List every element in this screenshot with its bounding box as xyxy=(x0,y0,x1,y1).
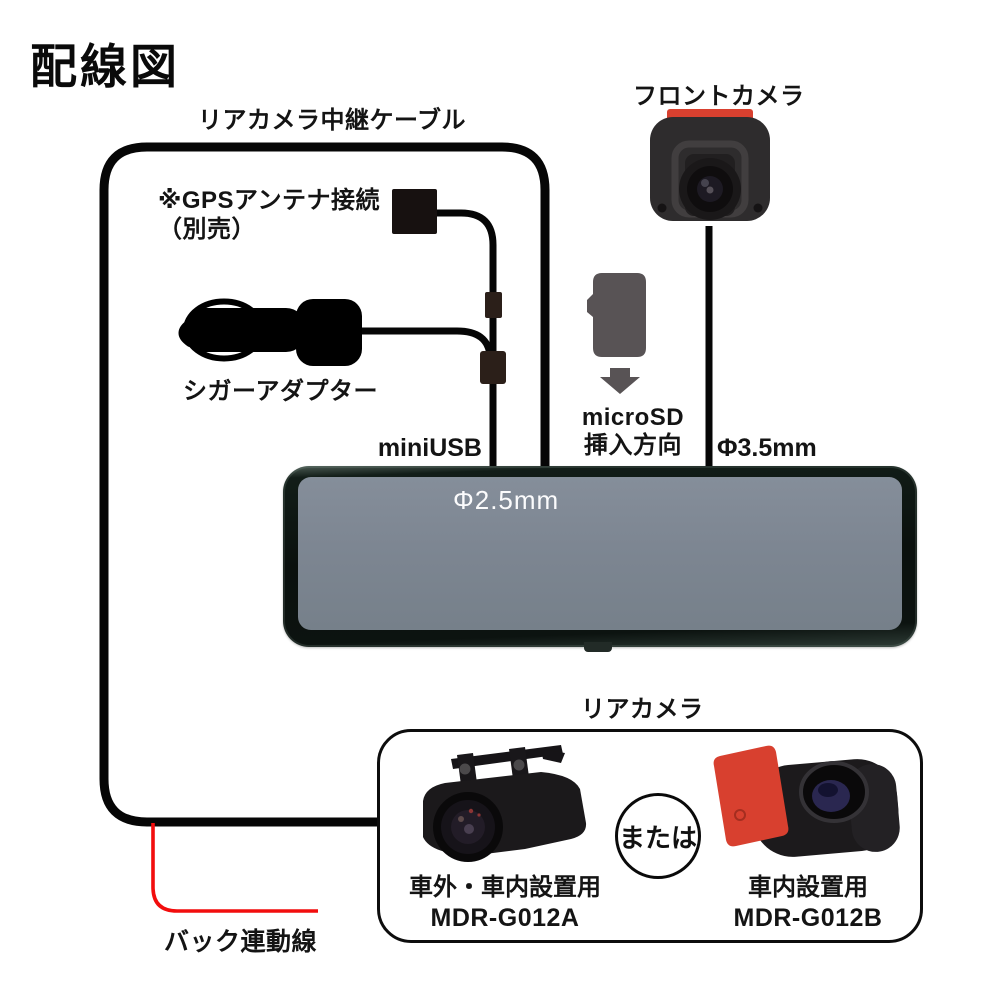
cigar-adapter-label: シガーアダプター xyxy=(183,378,379,405)
rear-camera-b-illustration xyxy=(713,745,900,857)
jack-3-5mm-label: Φ3.5mm xyxy=(717,434,817,462)
mirror-screen xyxy=(298,477,902,630)
or-badge: または xyxy=(615,793,701,879)
or-label: または xyxy=(618,822,697,853)
cigar-adapter-wire xyxy=(357,327,494,357)
page-title: 配線図 xyxy=(30,40,180,93)
gps-antenna-wire xyxy=(436,209,497,469)
gps-note-line2: （別売） xyxy=(158,216,256,243)
rear-camera-a-illustration xyxy=(423,745,587,862)
microsd-label-line1: microSD xyxy=(581,404,685,431)
back-signal-wire xyxy=(151,823,318,913)
inline-connector-small-icon xyxy=(485,292,502,318)
microsd-label-line2: 挿入方向 xyxy=(584,432,682,459)
front-camera-illustration xyxy=(650,109,770,221)
camera-a-caption: 車外・車内設置用 MDR-G012A xyxy=(405,873,605,933)
cigar-adapter-icon xyxy=(178,298,362,366)
camera-a-usage: 車外・車内設置用 xyxy=(409,874,601,901)
mirror-button xyxy=(584,642,612,652)
rear-camera-relay-cable-wire xyxy=(99,142,550,827)
front-camera-label: フロントカメラ xyxy=(633,83,805,110)
gps-connector-icon xyxy=(392,189,437,234)
relay-cable-label: リアカメラ中継ケーブル xyxy=(198,107,467,134)
gps-note-line1: ※GPSアンテナ接続 xyxy=(158,187,381,214)
mini-usb-label: miniUSB xyxy=(377,434,482,462)
back-signal-wire-label: バック連動線 xyxy=(164,928,318,956)
rear-camera-label: リアカメラ xyxy=(581,696,704,723)
gps-antenna-note: ※GPSアンテナ接続 （別売） xyxy=(158,186,380,244)
camera-b-usage: 車内設置用 xyxy=(748,874,868,901)
camera-b-caption: 車内設置用 MDR-G012B xyxy=(710,873,906,933)
arrow-down-icon xyxy=(600,368,640,394)
microsd-card-icon xyxy=(587,273,646,394)
microsd-direction-label: microSD 挿入方向 xyxy=(575,404,691,460)
jack-2-5mm-label: Φ2.5mm xyxy=(453,485,560,515)
mirror-monitor-illustration: Φ2.5mm xyxy=(283,466,917,652)
inline-connector-large-icon xyxy=(480,351,506,384)
camera-a-model: MDR-G012A xyxy=(430,904,580,932)
camera-b-model: MDR-G012B xyxy=(733,904,883,932)
